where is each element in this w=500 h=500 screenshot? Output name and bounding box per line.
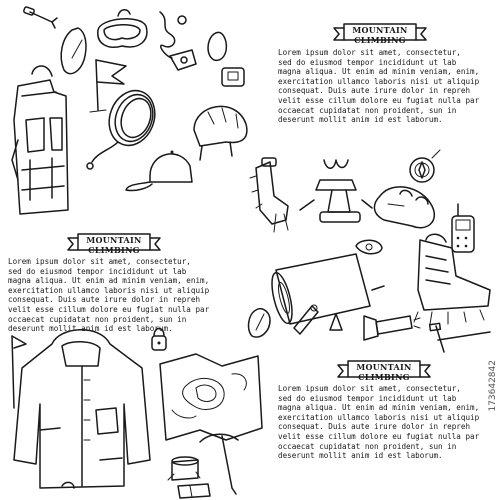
- paragraph-bottom: Lorem ipsum dolor sit amet, consectetur,…: [278, 384, 479, 461]
- paragraph-line: occaecat cupidatat non proident, sun in: [278, 441, 457, 451]
- piton-icon: [23, 6, 58, 29]
- hammer-icon: [428, 322, 491, 353]
- compass-icon: [409, 149, 441, 183]
- ice-axe-icon: [199, 433, 239, 495]
- goggles-icon: [97, 9, 148, 48]
- paragraph-line: velit esse cillum dolore eu fugiat nulla…: [278, 95, 480, 105]
- paragraph-line: occaecat cupidatat non proident, sun in: [8, 314, 187, 324]
- arrowhead-icon: [329, 313, 343, 331]
- small-carabiner-icon: [207, 31, 228, 62]
- sleeping-mat-icon: [271, 253, 385, 325]
- paragraph-line: velit esse cillum dolore eu fugiat nulla…: [278, 431, 480, 441]
- matchbox-icon: [177, 483, 211, 499]
- paragraph-line: consequat. Duis aute irure dolor in repr…: [8, 295, 201, 305]
- paragraph-line: sed do eiusmod tempor incididunt ut lab: [278, 57, 457, 67]
- banner-middle-title: MOUNTAIN CLIMBING: [86, 235, 142, 255]
- walkie-talkie-icon: [451, 203, 475, 253]
- stock-id-watermark: 173642842: [488, 360, 498, 412]
- paragraph-line: Lorem ipsum dolor sit amet, consectetur,: [278, 384, 461, 393]
- map-icon: [159, 353, 263, 441]
- flashlight-icon: [363, 315, 421, 341]
- paragraph-middle: Lorem ipsum dolor sit amet, consectetur,…: [8, 257, 209, 334]
- helmet-icon: [193, 105, 248, 161]
- rucksack-icon: [11, 65, 69, 215]
- ribbon-icon: [337, 360, 431, 378]
- paragraph-line: magna aliqua. Ut enim ad minim veniam, e…: [278, 67, 480, 77]
- rubber-stamp-icon: [355, 239, 383, 255]
- paragraph-line: exercitation ullamco laboris nisi ut ali…: [278, 76, 480, 86]
- paragraph-line: magna aliqua. Ut enim ad minim veniam, e…: [278, 403, 480, 413]
- paragraph-line: Lorem ipsum dolor sit amet, consectetur,: [8, 257, 191, 266]
- paragraph-line: exercitation ullamco laboris nisi ut ali…: [8, 285, 210, 295]
- banner-middle: MOUNTAIN CLIMBING: [66, 230, 162, 255]
- banner-bottom-title: MOUNTAIN CLIMBING: [356, 362, 412, 382]
- ribbon-icon: [333, 23, 427, 41]
- paragraph-line: deserunt mollit anim id est laborum.: [278, 451, 443, 461]
- rope-knot-icon: [159, 11, 187, 59]
- banner-bottom: MOUNTAIN CLIMBING: [336, 357, 432, 382]
- paragraph-line: Lorem ipsum dolor sit amet, consectetur,: [278, 48, 461, 57]
- paragraph-top: Lorem ipsum dolor sit amet, consectetur,…: [278, 48, 479, 125]
- paragraph-line: exercitation ullamco laboris nisi ut ali…: [278, 412, 480, 422]
- flag-icon: [89, 59, 127, 113]
- paragraph-line: deserunt mollit anim id est laborum.: [8, 324, 173, 334]
- glove-icon: [373, 186, 435, 229]
- paragraph-line: sed do eiusmod tempor incididunt ut lab: [8, 266, 187, 276]
- paragraph-line: occaecat cupidatat non proident, sun in: [278, 105, 457, 115]
- banner-top-title: MOUNTAIN CLIMBING: [352, 25, 408, 45]
- rope-coil-icon: [86, 89, 156, 170]
- banner-top: MOUNTAIN CLIMBING: [332, 20, 428, 45]
- hook-icon: [61, 481, 75, 489]
- paragraph-line: velit esse cillum dolore eu fugiat nulla…: [8, 304, 210, 314]
- tape-roll-icon: [221, 67, 245, 87]
- climbing-boot-icon: [413, 233, 491, 325]
- ice-pick-icon: [11, 335, 27, 409]
- stump-icon: [167, 456, 201, 481]
- crampons-icon: [249, 157, 289, 233]
- paragraph-line: consequat. Duis aute irure dolor in repr…: [278, 86, 471, 96]
- ribbon-icon: [67, 233, 161, 251]
- gas-stove-icon: [299, 159, 373, 223]
- padlock-icon: [151, 327, 167, 351]
- paragraph-line: consequat. Duis aute irure dolor in repr…: [278, 422, 471, 432]
- whistle-icon: [293, 304, 319, 335]
- paragraph-line: magna aliqua. Ut enim ad minim veniam, e…: [8, 276, 210, 286]
- jacket-icon: [13, 329, 151, 489]
- paragraph-line: sed do eiusmod tempor incididunt ut lab: [278, 393, 457, 403]
- carabiner-middle-icon: [247, 308, 271, 338]
- paragraph-line: deserunt mollit anim id est laborum.: [278, 115, 443, 125]
- belay-device-icon: [169, 49, 197, 71]
- cap-icon: [125, 150, 193, 192]
- carabiner-icon: [60, 27, 87, 75]
